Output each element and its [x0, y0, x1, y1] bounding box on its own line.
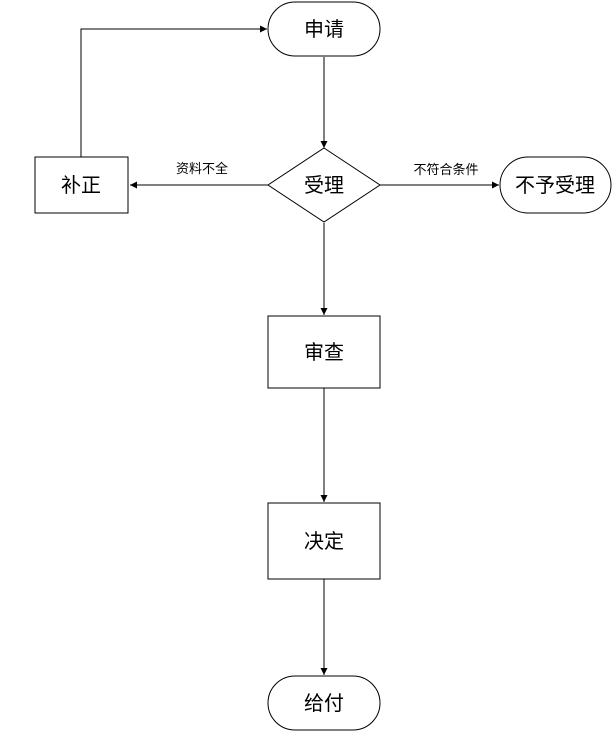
node-correct: 补正 — [34, 156, 129, 214]
node-accept-shape — [267, 147, 381, 223]
edge-correct-to-apply — [80, 25, 267, 157]
edges: 资料不全 不符合条件 — [80, 25, 499, 675]
node-correct-shape — [34, 156, 129, 214]
node-accept-label: 受理 — [304, 173, 344, 197]
node-review: 审查 — [267, 315, 381, 389]
node-apply-shape — [267, 1, 381, 57]
node-accept: 受理 — [267, 147, 381, 223]
edge-label-incomplete: 资料不全 — [176, 161, 228, 177]
node-apply-label: 申请 — [304, 17, 344, 41]
node-issue-label: 给付 — [304, 691, 344, 715]
node-reject: 不予受理 — [499, 156, 612, 214]
node-decide-label: 决定 — [304, 529, 344, 553]
node-issue-shape — [267, 675, 381, 731]
node-review-shape — [267, 315, 381, 389]
node-review-label: 审查 — [304, 340, 344, 364]
edge-label-ineligible: 不符合条件 — [413, 162, 478, 178]
node-decide-shape — [267, 502, 381, 580]
node-reject-label: 不予受理 — [515, 173, 595, 197]
node-apply: 申请 — [267, 1, 381, 57]
node-reject-shape — [499, 156, 612, 214]
node-issue: 给付 — [267, 675, 381, 731]
node-decide: 决定 — [267, 502, 381, 580]
node-correct-label: 补正 — [61, 173, 101, 197]
